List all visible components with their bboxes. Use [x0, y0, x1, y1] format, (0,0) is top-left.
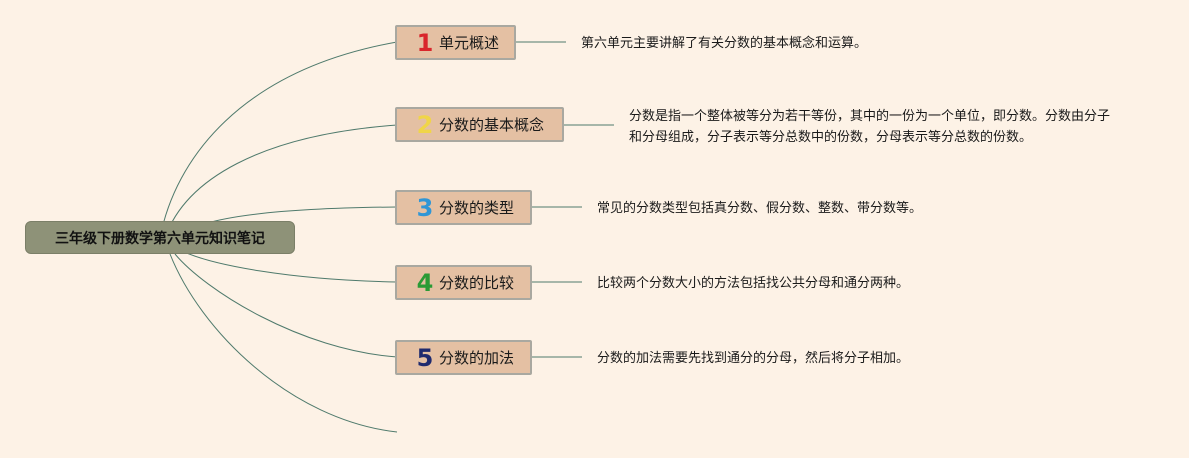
branch-node-4[interactable]: 4 分数的比较: [395, 265, 532, 300]
branch-number-3: 3: [416, 193, 434, 222]
branch-number-1: 1: [416, 28, 434, 57]
branch-node-1[interactable]: 1 单元概述: [395, 25, 516, 60]
branch-label-3: 分数的类型: [439, 199, 515, 217]
branch-node-3[interactable]: 3 分数的类型: [395, 190, 532, 225]
connector-curve-6: [169, 253, 398, 433]
branch-number-4: 4: [416, 268, 434, 297]
branch-label-2: 分数的基本概念: [439, 116, 545, 134]
branch-description-3: 常见的分数类型包括真分数、假分数、整数、带分数等。: [597, 201, 923, 216]
branch-description-5: 分数的加法需要先找到通分的分母，然后将分子相加。: [597, 351, 910, 366]
connector-curve-4: [179, 249, 398, 283]
branch-number-5: 5: [416, 343, 434, 372]
connector-curve-1: [159, 41, 398, 239]
branch-label-4: 分数的比较: [439, 274, 515, 292]
branch-node-2[interactable]: 2 分数的基本概念: [395, 107, 564, 142]
root-title: 三年级下册数学第六单元知识笔记: [55, 230, 265, 247]
branch-label-1: 单元概述: [439, 34, 500, 52]
branch-node-5[interactable]: 5 分数的加法: [395, 340, 532, 375]
branch-description-1: 第六单元主要讲解了有关分数的基本概念和运算。: [581, 36, 868, 51]
branch-description-2: 分数是指一个整体被等分为若干等份，其中的一份为一个单位，即分数。分数由分子和分母…: [629, 109, 1111, 145]
connector-curve-5: [174, 253, 398, 358]
root-node[interactable]: 三年级下册数学第六单元知识笔记: [25, 221, 295, 254]
branch-label-5: 分数的加法: [439, 349, 515, 367]
branch-description-4: 比较两个分数大小的方法包括找公共分母和通分两种。: [597, 276, 910, 291]
branch-number-2: 2: [416, 110, 434, 139]
connector-curve-2: [164, 124, 398, 239]
